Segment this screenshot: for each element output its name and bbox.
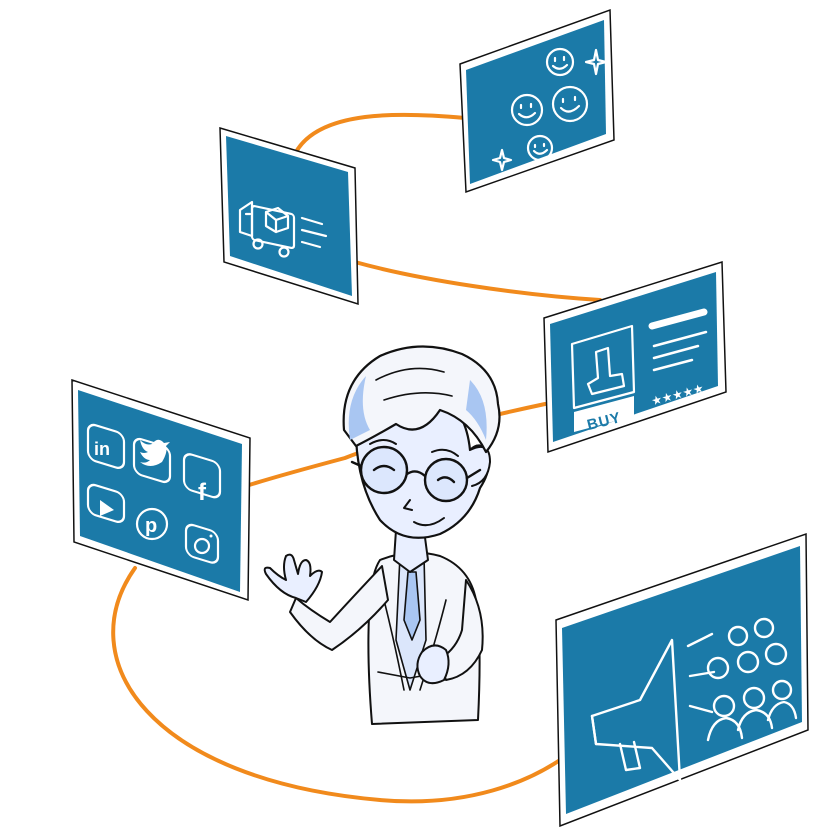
boot-product-icon — [570, 324, 636, 410]
facebook-glyph: f — [198, 479, 207, 506]
open-hand — [263, 553, 323, 603]
fist-arm — [437, 579, 484, 681]
pinterest-glyph: p — [145, 515, 157, 537]
panel-social: in f p — [71, 378, 251, 602]
instagram-icon — [184, 523, 220, 564]
panel-marketing — [555, 532, 809, 827]
megaphone-crowd-icon — [590, 617, 798, 782]
delivery-truck-icon — [238, 200, 328, 258]
glasses — [350, 445, 482, 503]
linkedin-icon: in — [86, 423, 126, 469]
facebook-icon: f — [182, 453, 222, 506]
twitter-icon — [132, 437, 172, 484]
smiley-faces-icon — [491, 47, 608, 172]
product-description-lines — [648, 308, 708, 372]
panel-smiles — [459, 8, 615, 194]
youtube-icon — [86, 483, 126, 523]
panel-product: BUY ★★★★★ — [543, 260, 727, 454]
panel-delivery — [219, 126, 359, 306]
tie — [403, 571, 421, 641]
fist — [416, 644, 450, 685]
presenter-man-icon — [263, 345, 501, 725]
hair — [342, 345, 501, 454]
linkedin-glyph: in — [94, 439, 110, 459]
raised-arm — [289, 565, 389, 651]
pinterest-icon: p — [135, 507, 169, 541]
